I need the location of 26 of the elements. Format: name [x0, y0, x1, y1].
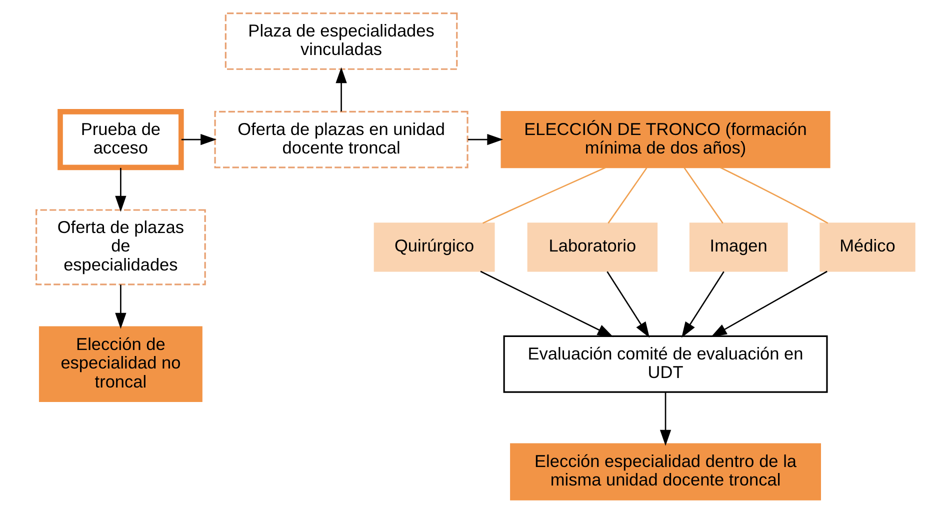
arrow	[710, 270, 827, 338]
node-box: Prueba de acceso	[57, 109, 184, 170]
node-box: Laboratorio	[526, 222, 658, 272]
arrow	[114, 168, 126, 212]
node-box: Evaluación comité de evaluación en UDT	[502, 335, 828, 393]
node-box: Elección de especialidad no troncal	[38, 326, 202, 402]
connector	[683, 168, 723, 224]
arrow	[180, 134, 216, 146]
arrow	[480, 270, 613, 338]
arrow	[606, 271, 650, 338]
arrow	[114, 284, 126, 329]
connector	[482, 167, 606, 224]
node-box: ELECCIÓN DE TRONCO (formación mínima de dos años)	[500, 111, 830, 168]
arrow	[335, 67, 346, 112]
connector	[607, 168, 647, 224]
node-box: Imagen	[688, 222, 788, 272]
node-box: Elección especialidad dentro de la misma unidad docente troncal	[510, 443, 820, 500]
node-box: Médico	[819, 222, 915, 272]
arrow	[467, 134, 503, 146]
node-box: Oferta de plazas en unidad docente troncal	[214, 110, 468, 168]
connector	[720, 166, 828, 224]
arrow	[659, 392, 671, 446]
node-box: Plaza de especialidades vinculadas	[224, 12, 458, 70]
node-box: Quirúrgico	[373, 222, 494, 272]
node-box: Oferta de plazas de especialidades	[35, 209, 206, 286]
arrow	[681, 271, 724, 338]
